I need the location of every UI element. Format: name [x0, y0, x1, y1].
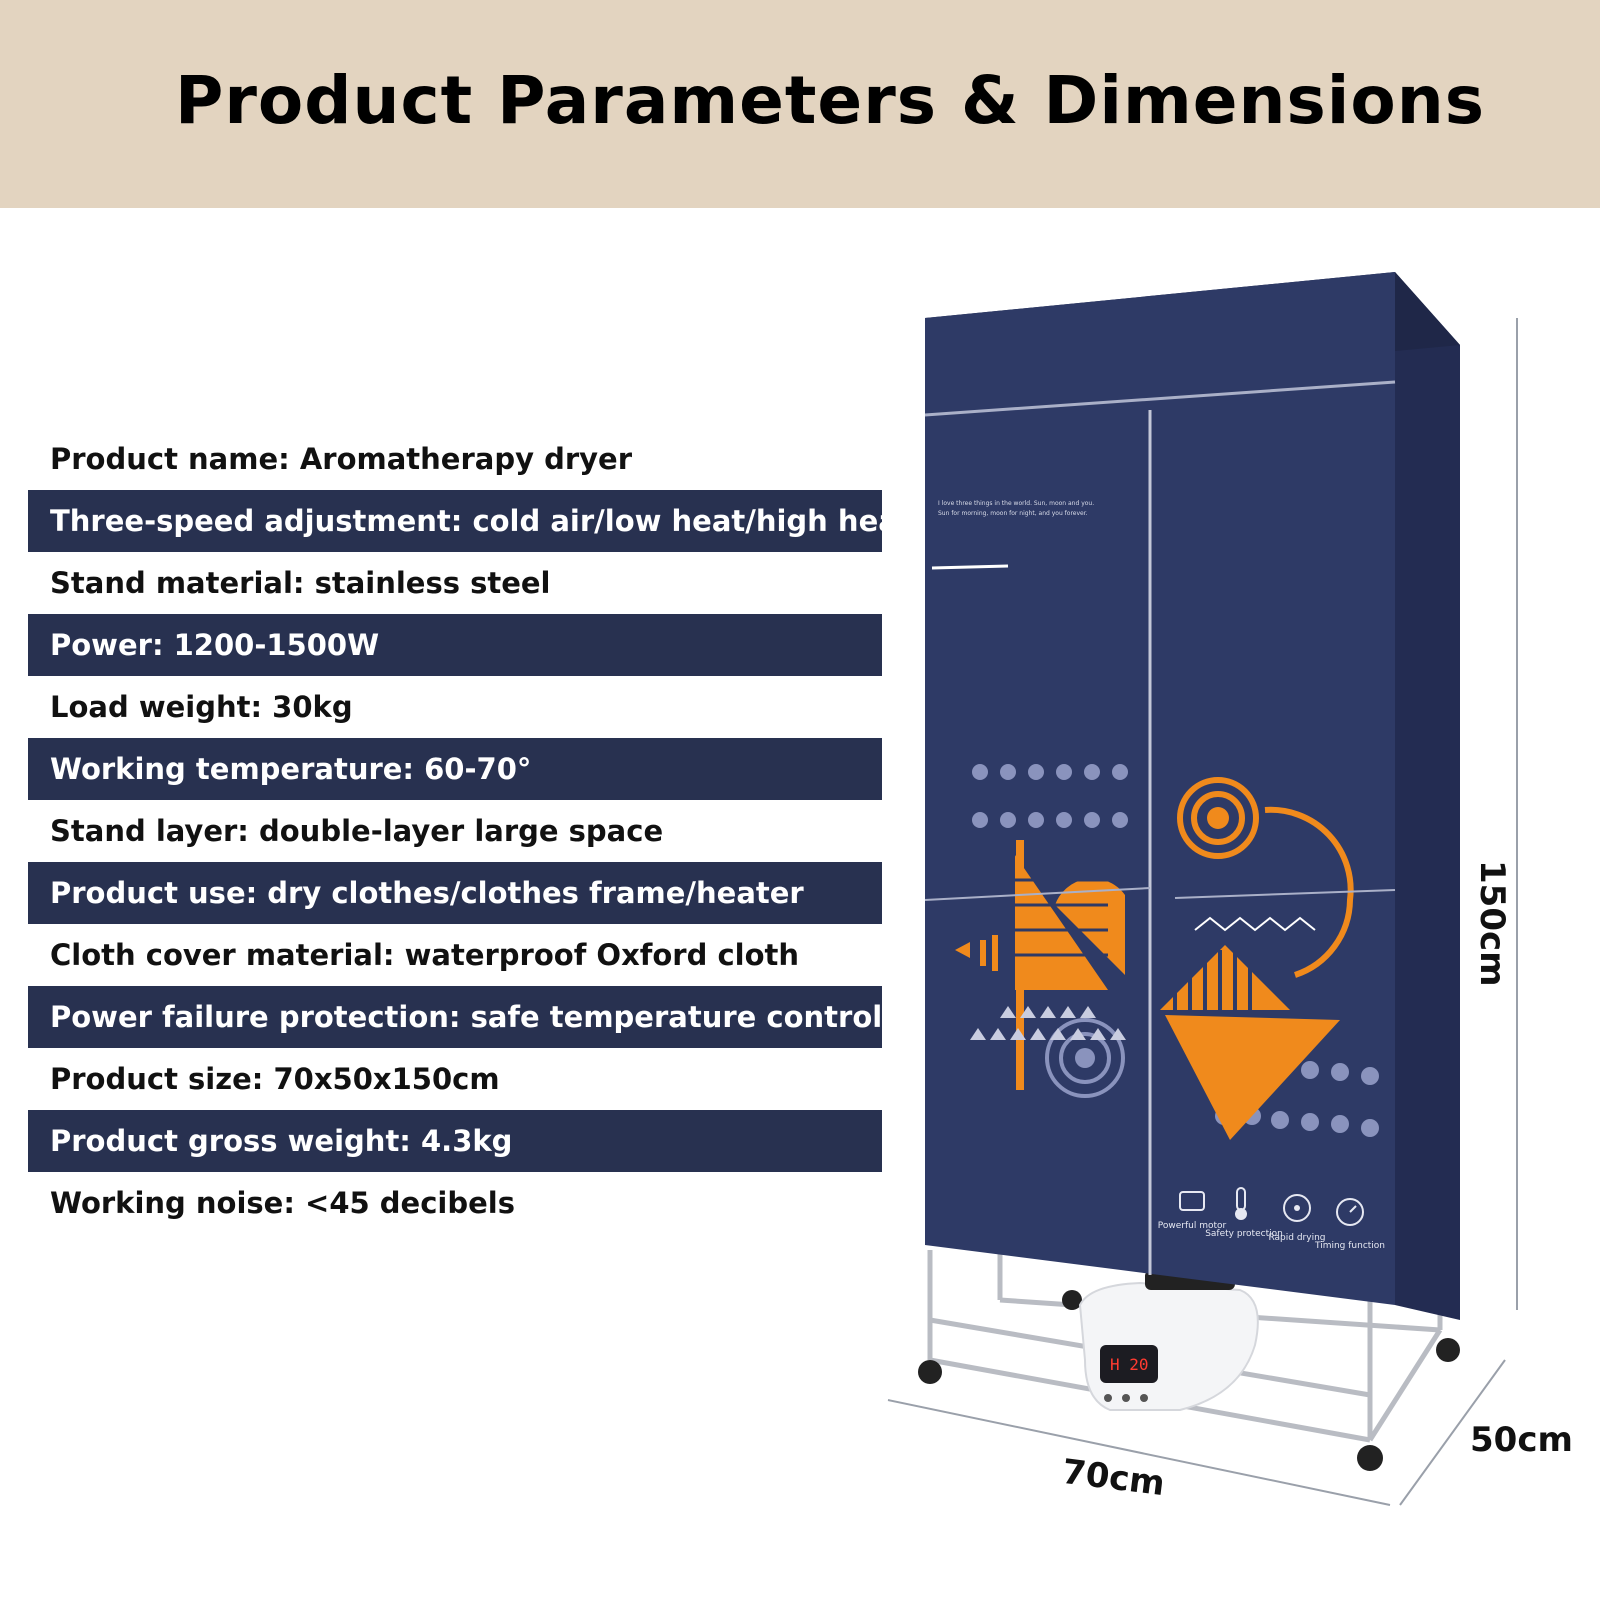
spec-list: Product name: Aromatherapy dryer Three-s…	[28, 428, 912, 1234]
spec-row: Working noise: <45 decibels	[50, 1186, 515, 1220]
svg-text:Sun for morning, moon for nigh: Sun for morning, moon for night, and you…	[938, 510, 1088, 517]
motor-icon: Powerful motor	[1158, 1191, 1227, 1231]
product-illustration: H 20 I love three things in the world. S…	[887, 272, 1518, 1506]
svg-text:Powerful motor: Powerful motor	[1158, 1221, 1227, 1231]
fan-icon: Rapid drying	[1268, 1194, 1326, 1243]
wheels	[918, 1290, 1460, 1471]
spec-row: Power: 1200-1500W	[28, 614, 882, 676]
spec-row: Product size: 70x50x150cm	[50, 1062, 500, 1096]
spec-row: Stand layer: double-layer large space	[50, 814, 664, 848]
feature-icons: Powerful motor Safety protection Rapid d…	[1158, 1187, 1385, 1251]
spec-row: Cloth cover material: waterproof Oxford …	[50, 938, 800, 972]
svg-text:I love three things in the wor: I love three things in the world. Sun, m…	[938, 500, 1094, 507]
page-title: Product Parameters & Dimensions	[174, 62, 1485, 139]
depth-label: 50cm	[1470, 1420, 1573, 1460]
spec-row: Three-speed adjustment: cold air/low hea…	[28, 490, 912, 552]
spec-row: Product name: Aromatherapy dryer	[50, 442, 633, 476]
cover-side	[1395, 272, 1460, 1320]
height-label: 150cm	[1472, 860, 1512, 987]
spec-row: Load weight: 30kg	[50, 690, 353, 724]
spec-row: Working temperature: 60-70°	[28, 738, 882, 800]
decor-triangles	[970, 1006, 1126, 1040]
spec-row: Power failure protection: safe temperatu…	[28, 986, 882, 1048]
timer-icon: Timing function	[1314, 1198, 1385, 1251]
cover-slogan: I love three things in the world. Sun, m…	[938, 500, 1094, 517]
heater-unit: H 20	[1078, 1270, 1259, 1411]
decor-zigzag	[1194, 916, 1316, 932]
spec-row: Product use: dry clothes/clothes frame/h…	[28, 862, 882, 924]
heater-display: H 20	[1110, 1355, 1149, 1374]
svg-text:Safety protection: Safety protection	[1205, 1229, 1283, 1239]
header-band: Product Parameters & Dimensions	[0, 0, 1600, 208]
decor-orange-right	[1160, 777, 1354, 1140]
cover-front	[925, 272, 1395, 1305]
decor-circles-left	[1045, 1018, 1125, 1098]
spec-row: Stand material: stainless steel	[50, 566, 551, 600]
svg-text:Timing function: Timing function	[1314, 1241, 1385, 1251]
svg-text:Rapid drying: Rapid drying	[1268, 1233, 1325, 1243]
spec-row: Product gross weight: 4.3kg	[28, 1110, 882, 1172]
thermometer-icon: Safety protection	[1205, 1187, 1283, 1239]
dimension-lines	[887, 318, 1518, 1506]
